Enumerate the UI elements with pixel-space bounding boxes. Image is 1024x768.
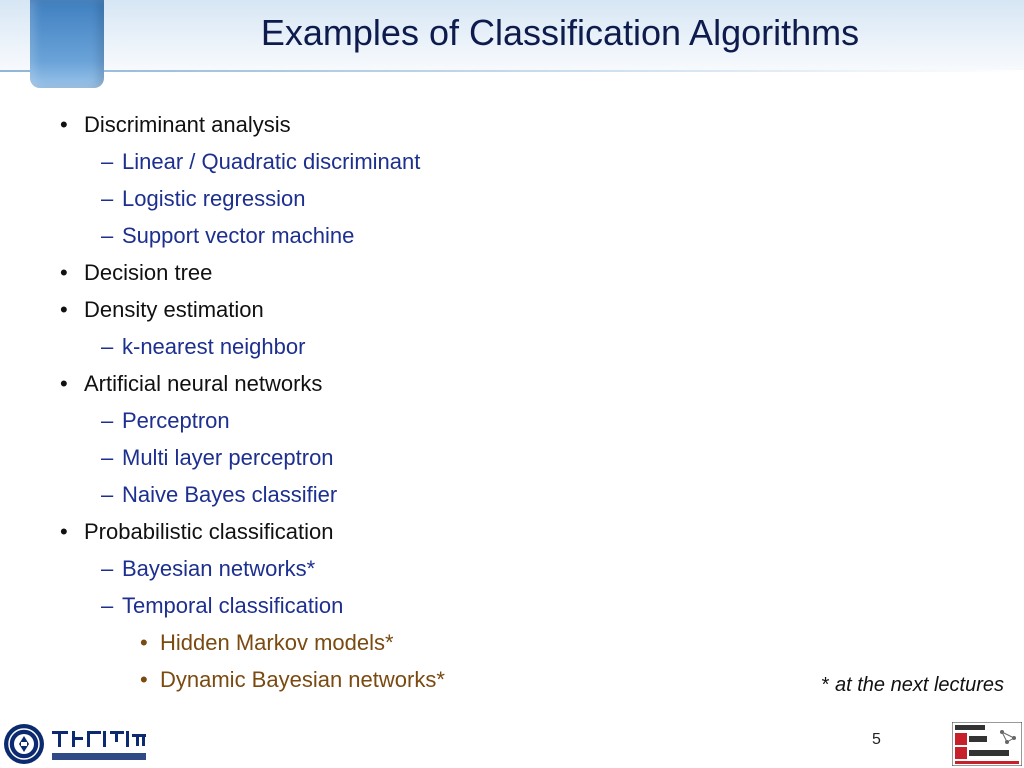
outline-item-text: Support vector machine (122, 223, 355, 248)
outline-item-level2: –Support vector machine (101, 222, 354, 250)
outline-item-text: Perceptron (122, 408, 230, 433)
dash-marker: – (101, 408, 114, 433)
yonsei-university-logo (4, 724, 146, 764)
soft-computing-lab-logo (952, 722, 1022, 766)
outline-item-text: Logistic regression (122, 186, 306, 211)
bullet-marker: • (60, 260, 68, 285)
outline-item-text: Hidden Markov models* (160, 630, 394, 655)
title-band-edge (0, 70, 1024, 72)
outline-item-level2: –Naive Bayes classifier (101, 481, 337, 509)
outline-item-level1: • Density estimation (60, 296, 264, 324)
outline-item-text: Dynamic Bayesian networks* (160, 667, 445, 692)
title-band (0, 0, 1024, 70)
dash-marker: – (101, 593, 114, 618)
outline-item-level2: –Bayesian networks* (101, 555, 315, 583)
outline-item-text: Naive Bayes classifier (122, 482, 338, 507)
outline-item-level2: –Logistic regression (101, 185, 305, 213)
footnote-text: at the next lectures (835, 674, 1004, 696)
dash-marker: – (101, 149, 114, 174)
dash-marker: – (101, 186, 114, 211)
dash-marker: – (101, 556, 114, 581)
outline-item-level1: • Artificial neural networks (60, 370, 322, 398)
bullet-marker: • (140, 667, 148, 692)
outline-item-level1: • Decision tree (60, 259, 212, 287)
outline-item-level3: • Dynamic Bayesian networks* (140, 666, 445, 694)
dash-marker: – (101, 223, 114, 248)
title-tab-decoration (30, 0, 104, 88)
outline-item-level2: –Linear / Quadratic discriminant (101, 148, 420, 176)
footnote: * at the next lectures (822, 674, 1004, 697)
outline-item-level2: –Temporal classification (101, 592, 343, 620)
outline-item-text: Multi layer perceptron (122, 445, 334, 470)
bullet-marker: • (60, 112, 68, 137)
outline-item-text: Probabilistic classification (84, 519, 334, 544)
bullet-marker: • (60, 297, 68, 322)
bullet-marker: • (60, 519, 68, 544)
outline-item-text: Decision tree (84, 260, 213, 285)
outline-item-level2: –k-nearest neighbor (101, 333, 305, 361)
page-number: 5 (872, 731, 881, 748)
outline-item-level1: • Discriminant analysis (60, 111, 291, 139)
footnote-star: * (821, 674, 830, 696)
outline-item-text: Density estimation (84, 297, 264, 322)
outline-item-text: Discriminant analysis (84, 112, 291, 137)
bullet-marker: • (60, 371, 68, 396)
outline-item-text: Artificial neural networks (84, 371, 323, 396)
outline-item-level1: • Probabilistic classification (60, 518, 333, 546)
dash-marker: – (101, 334, 114, 359)
bullet-marker: • (140, 630, 148, 655)
slide-title: Examples of Classification Algorithms (260, 12, 860, 53)
outline-item-text: k-nearest neighbor (122, 334, 306, 359)
outline-item-text: Temporal classification (122, 593, 344, 618)
outline-item-level2: –Perceptron (101, 407, 230, 435)
dash-marker: – (101, 445, 114, 470)
outline-item-level3: • Hidden Markov models* (140, 629, 394, 657)
outline-item-text: Bayesian networks* (122, 556, 316, 581)
outline-item-level2: –Multi layer perceptron (101, 444, 334, 472)
outline-item-text: Linear / Quadratic discriminant (122, 149, 421, 174)
dash-marker: – (101, 482, 114, 507)
